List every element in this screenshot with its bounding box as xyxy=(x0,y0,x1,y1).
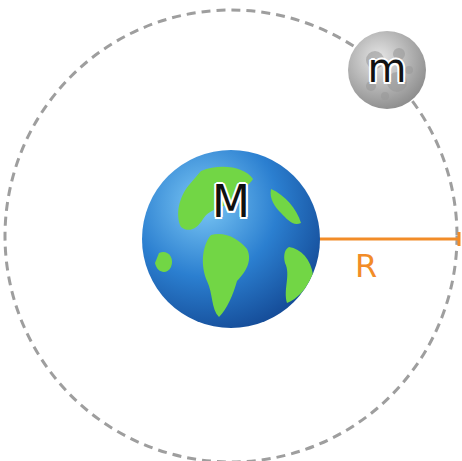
orbit-path xyxy=(5,10,457,461)
radius-label: R xyxy=(355,250,377,282)
continent xyxy=(271,189,301,224)
continent xyxy=(284,247,313,303)
continent xyxy=(203,234,249,317)
earth-illustration xyxy=(141,149,321,329)
mass-label: m xyxy=(368,48,407,88)
continent xyxy=(178,167,253,230)
earth-body: M xyxy=(141,149,321,329)
moon-body: m xyxy=(347,30,427,110)
mass-label: M xyxy=(212,180,250,224)
continent xyxy=(155,252,172,272)
radius-tick xyxy=(458,232,461,246)
moon-surface xyxy=(348,31,426,109)
earth-ocean xyxy=(142,150,320,328)
crater xyxy=(381,92,389,100)
